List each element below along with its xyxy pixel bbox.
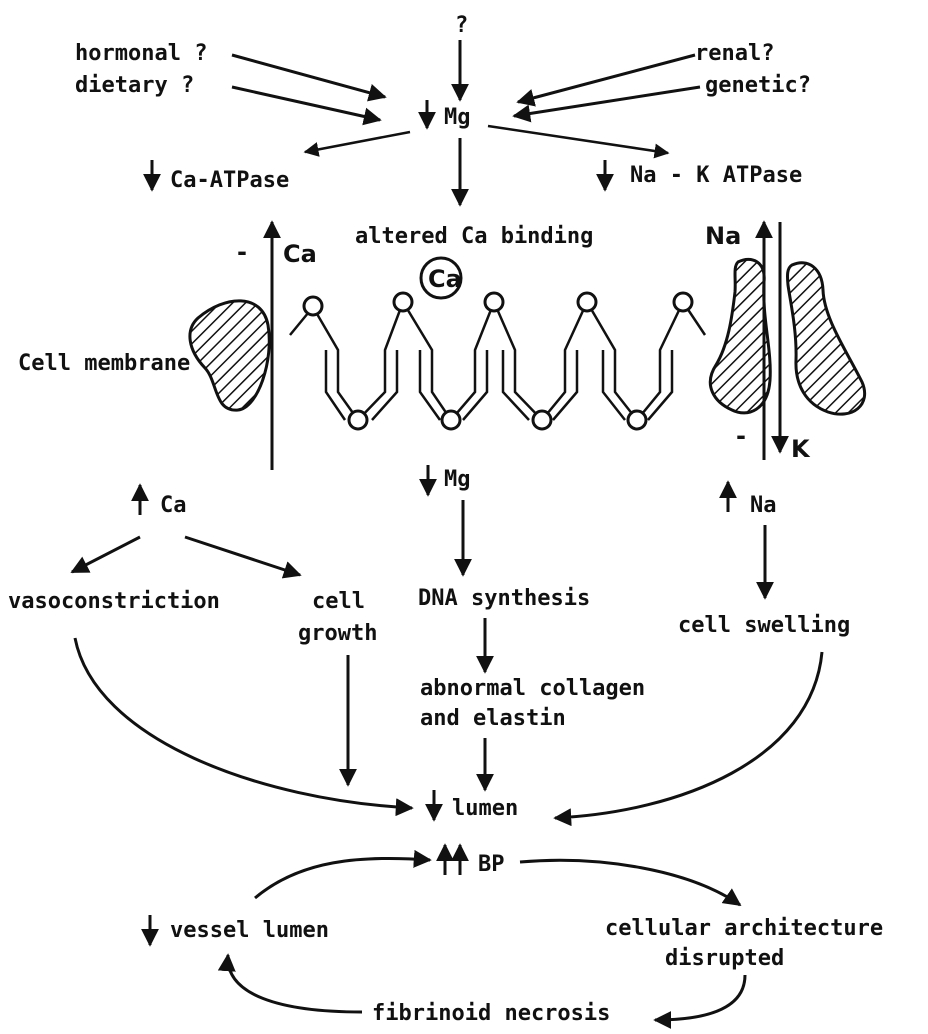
lumen-label: lumen bbox=[452, 796, 518, 821]
ca-to-growth-arrow bbox=[185, 537, 300, 575]
ca-to-vasoconstriction-arrow bbox=[72, 537, 140, 572]
na-k-atpase-label: Na - K ATPase bbox=[630, 163, 802, 188]
dietary-arrow bbox=[232, 87, 380, 120]
membrane-inner-1 bbox=[326, 350, 345, 420]
cell-growth-label-line1: cell bbox=[312, 589, 365, 614]
vasoconstriction-to-lumen-arrow bbox=[75, 638, 412, 808]
membrane-head bbox=[349, 411, 367, 429]
cellular-to-fibrinoid-arrow bbox=[655, 975, 745, 1020]
mg-to-na-k-atpase-arrow bbox=[488, 126, 668, 153]
cell-membrane-label: Cell membrane bbox=[18, 351, 190, 376]
collagen-label-line2: and elastin bbox=[420, 706, 566, 731]
ca-pump-protein bbox=[190, 301, 269, 410]
membrane-inner-3 bbox=[420, 350, 440, 420]
fibrinoid-to-vessel-arrow bbox=[228, 955, 362, 1012]
k-channel-label: K bbox=[791, 435, 811, 463]
ca-ion-label: Ca bbox=[428, 265, 462, 293]
dna-synthesis-label: DNA synthesis bbox=[418, 586, 590, 611]
dietary-label: dietary ? bbox=[75, 73, 194, 98]
bp-to-cellular-arrow bbox=[520, 860, 740, 905]
vessel-lumen-label: vessel lumen bbox=[170, 918, 329, 943]
membrane-head bbox=[533, 411, 551, 429]
renal-label: renal? bbox=[695, 41, 774, 66]
ca-increase-label: Ca bbox=[160, 493, 187, 518]
altered-binding-label: altered Ca binding bbox=[355, 224, 593, 249]
na-increase-label: Na bbox=[750, 493, 777, 518]
fibrinoid-necrosis-label: fibrinoid necrosis bbox=[372, 1001, 610, 1026]
membrane-head bbox=[304, 297, 322, 315]
membrane-head bbox=[578, 293, 596, 311]
bp-label: BP bbox=[478, 852, 505, 877]
renal-arrow bbox=[518, 55, 695, 102]
cellular-architecture-label-line1: cellular architecture bbox=[605, 916, 883, 941]
membrane-head bbox=[674, 293, 692, 311]
mg-mid-label: Mg bbox=[444, 467, 471, 492]
membrane-head bbox=[485, 293, 503, 311]
na-k-pump-protein-left bbox=[710, 259, 770, 413]
genetic-arrow bbox=[514, 87, 700, 116]
na-channel-label: Na bbox=[705, 222, 741, 250]
minus-right-label: - bbox=[736, 422, 746, 450]
vasoconstriction-label: vasoconstriction bbox=[8, 589, 220, 614]
mg-to-ca-atpase-arrow bbox=[305, 132, 410, 152]
cell-swelling-label: cell swelling bbox=[678, 613, 850, 638]
genetic-label: genetic? bbox=[705, 73, 811, 98]
na-k-pump-protein-right bbox=[787, 263, 864, 414]
mg-top-label: Mg bbox=[444, 105, 471, 130]
membrane-head bbox=[628, 411, 646, 429]
unknown-cause-label: ? bbox=[455, 13, 468, 38]
vessel-lumen-to-bp-arrow bbox=[255, 858, 430, 898]
minus-left-label: - bbox=[237, 238, 247, 266]
cellular-architecture-label-line2: disrupted bbox=[665, 946, 784, 971]
membrane-head bbox=[442, 411, 460, 429]
ca-channel-label: Ca bbox=[283, 240, 317, 268]
membrane-chain bbox=[290, 302, 705, 420]
hormonal-label: hormonal ? bbox=[75, 41, 207, 66]
membrane-head bbox=[394, 293, 412, 311]
ca-atpase-label: Ca-ATPase bbox=[170, 168, 289, 193]
collagen-label-line1: abnormal collagen bbox=[420, 676, 645, 701]
cell-growth-label-line2: growth bbox=[298, 621, 377, 646]
